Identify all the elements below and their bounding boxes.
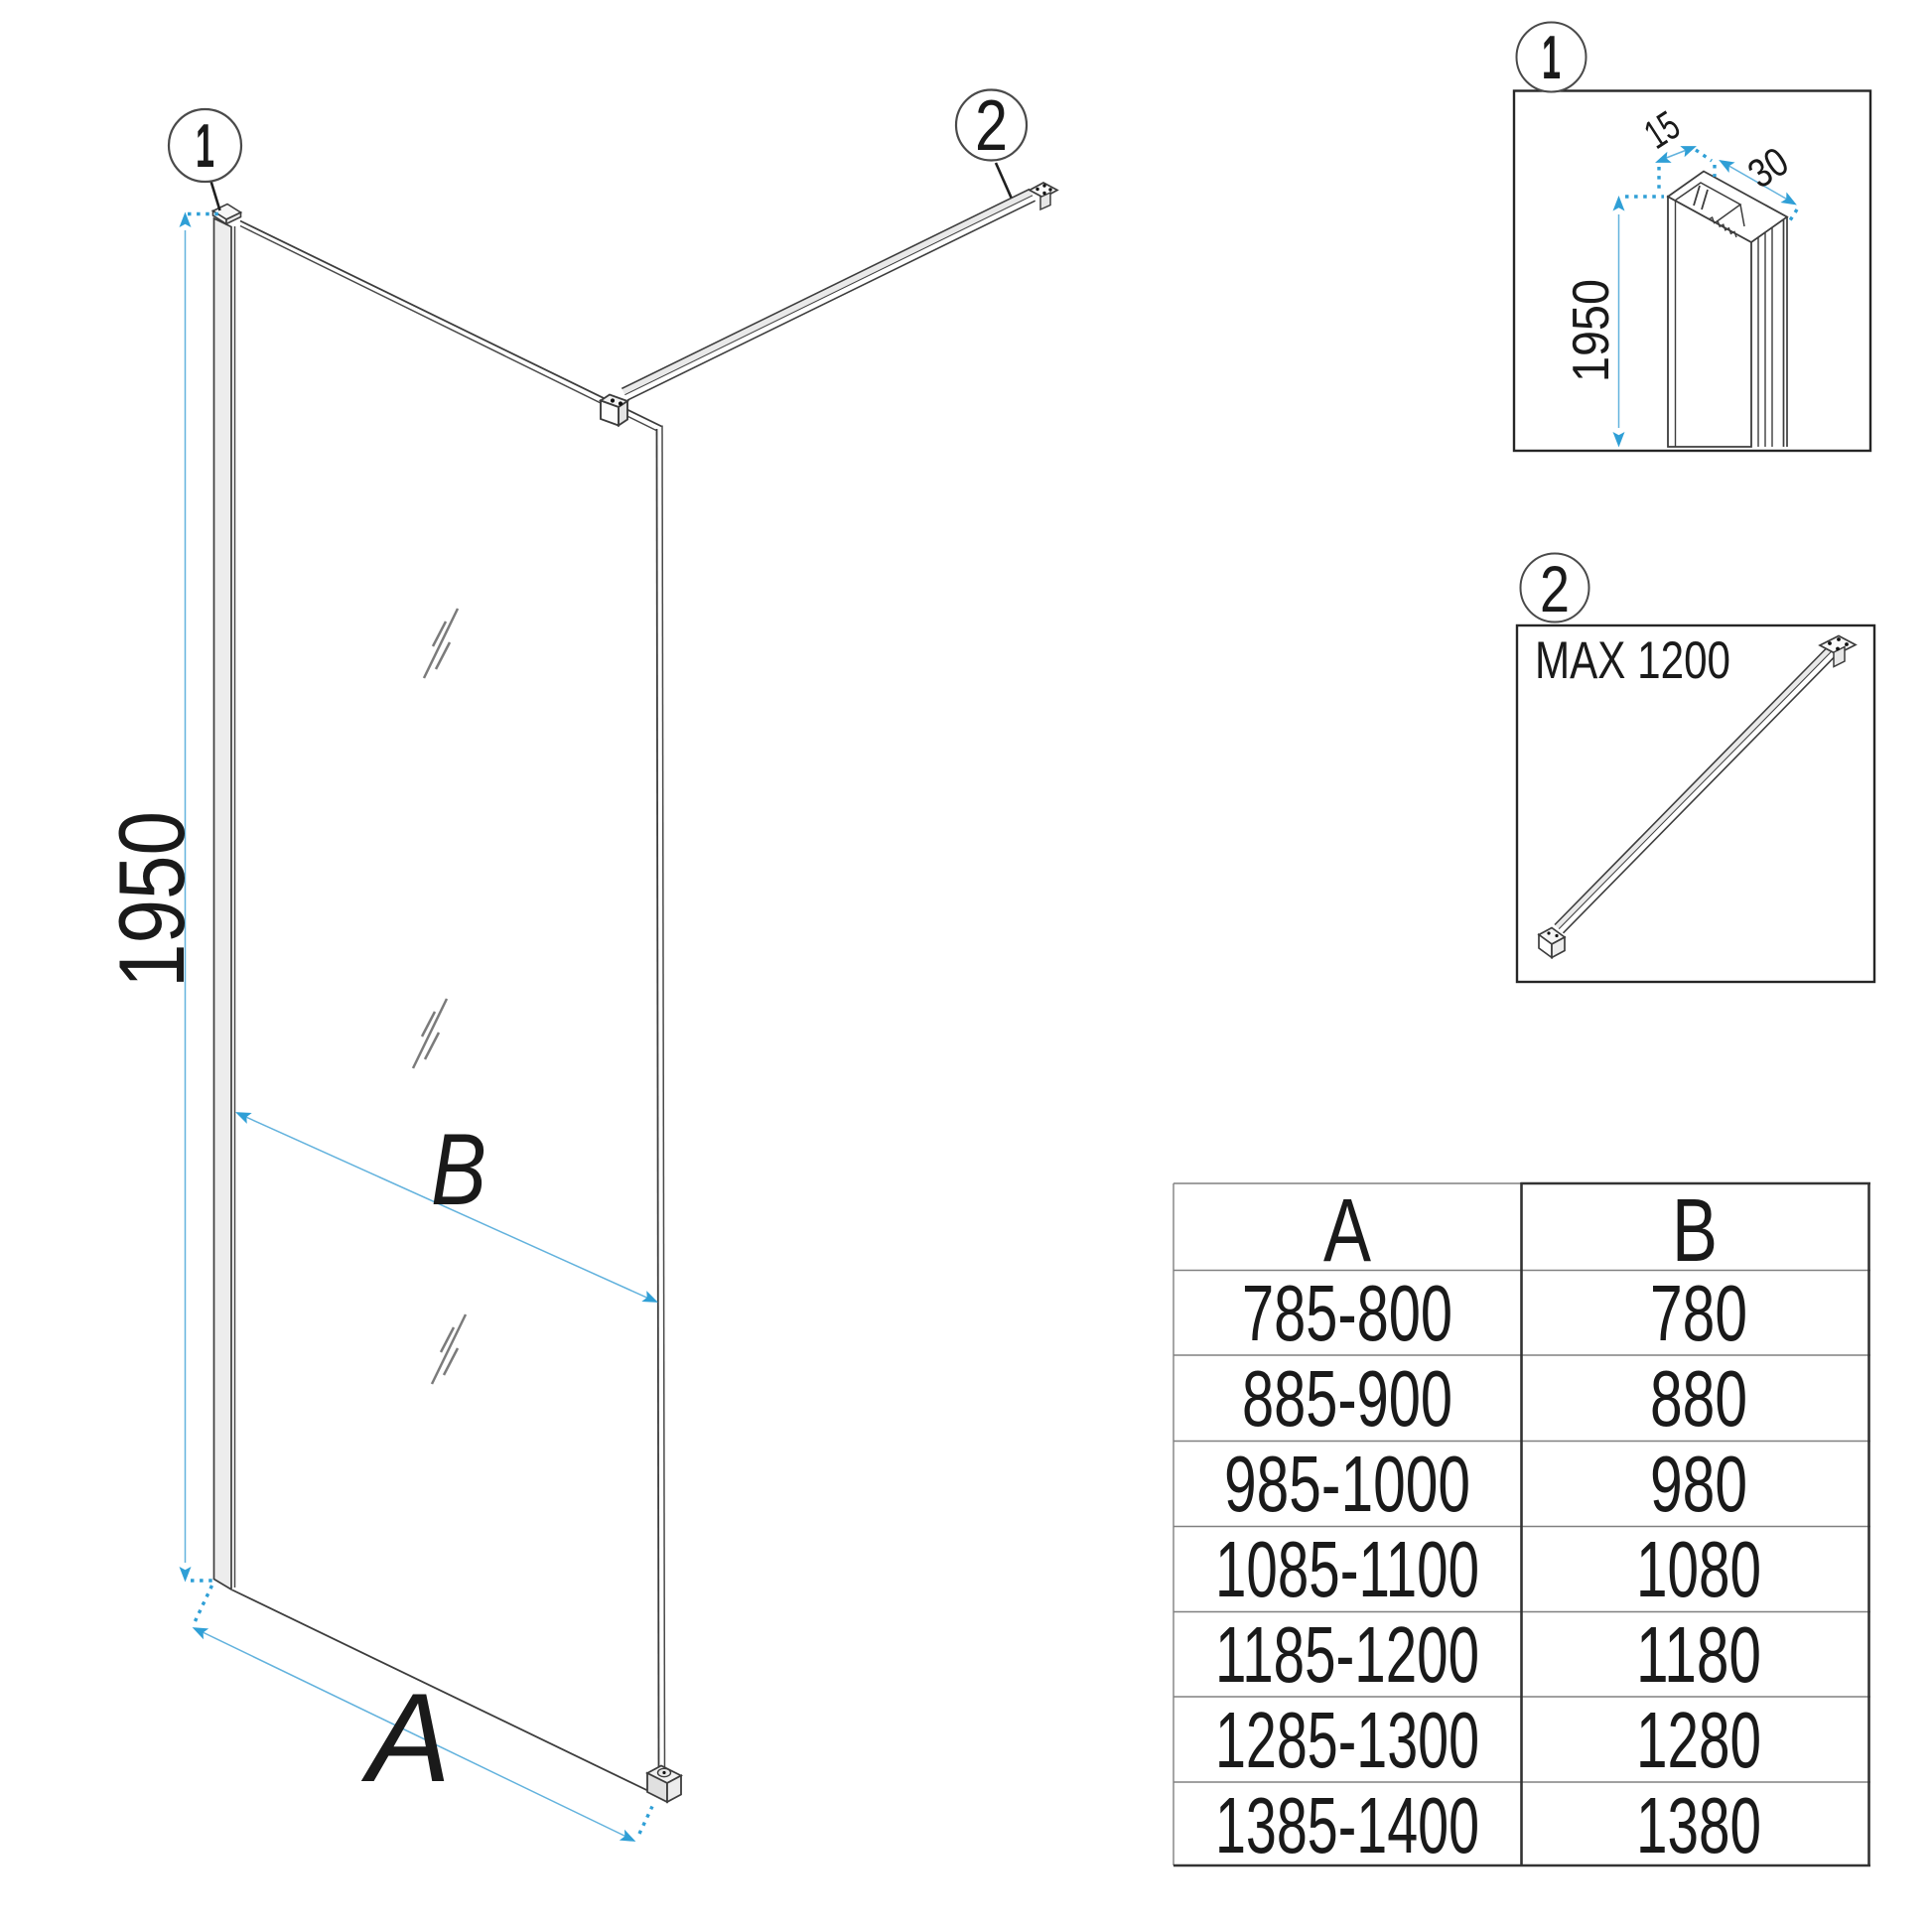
svg-text:880: 880: [1650, 1354, 1747, 1443]
svg-text:785-800: 785-800: [1242, 1269, 1452, 1357]
svg-text:1385-1400: 1385-1400: [1215, 1781, 1479, 1869]
svg-text:985-1000: 985-1000: [1224, 1440, 1470, 1528]
svg-text:2: 2: [1540, 552, 1570, 625]
svg-text:B: B: [1672, 1181, 1718, 1281]
svg-text:1180: 1180: [1636, 1610, 1761, 1699]
svg-text:1: 1: [1542, 24, 1561, 92]
svg-text:1185-1200: 1185-1200: [1215, 1610, 1479, 1699]
svg-text:A: A: [1323, 1181, 1371, 1281]
svg-text:MAX 1200: MAX 1200: [1535, 631, 1730, 690]
svg-text:1085-1100: 1085-1100: [1215, 1525, 1479, 1613]
svg-text:780: 780: [1650, 1269, 1747, 1357]
svg-text:980: 980: [1650, 1440, 1747, 1528]
svg-text:B: B: [431, 1113, 486, 1226]
svg-text:1280: 1280: [1636, 1696, 1761, 1784]
svg-text:2: 2: [975, 86, 1008, 166]
svg-text:1: 1: [196, 112, 214, 181]
svg-text:1380: 1380: [1636, 1781, 1761, 1869]
svg-text:A: A: [360, 1667, 451, 1808]
svg-text:1950: 1950: [1563, 279, 1620, 382]
svg-text:885-900: 885-900: [1242, 1354, 1452, 1443]
svg-text:1950: 1950: [99, 811, 204, 988]
svg-text:1080: 1080: [1636, 1525, 1761, 1613]
svg-text:1285-1300: 1285-1300: [1215, 1696, 1479, 1784]
